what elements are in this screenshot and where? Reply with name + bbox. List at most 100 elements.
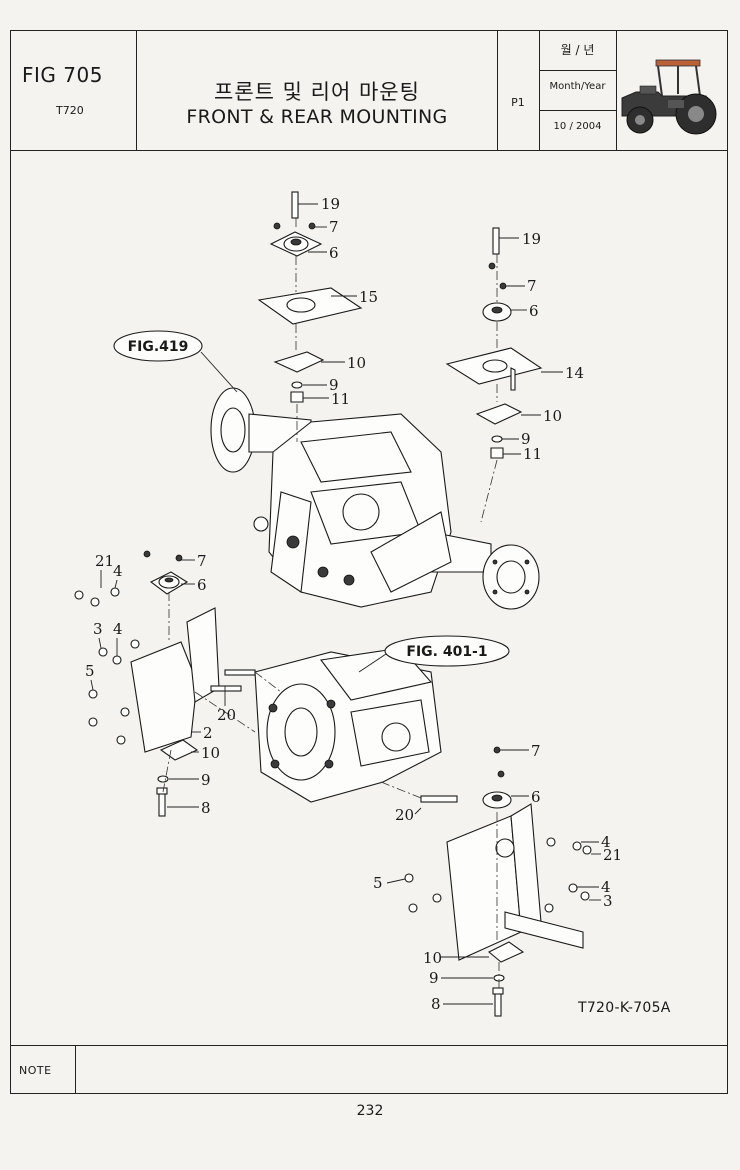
bracket	[273, 351, 325, 373]
page-number: 232	[356, 1103, 384, 1119]
washer	[157, 775, 169, 783]
callout: 19	[321, 195, 340, 213]
callout: 10	[201, 744, 220, 762]
bracket-hole	[495, 838, 515, 858]
callouts-rear-bottom: 7 6 20 4 21 5 4 3 10 9 8	[373, 742, 622, 1013]
callout: 11	[523, 445, 542, 463]
bolt-head	[582, 845, 592, 855]
bolt-head	[544, 903, 554, 913]
note-row	[10, 1045, 728, 1094]
callout: 6	[329, 244, 339, 262]
note-divider	[75, 1045, 76, 1094]
title-english: FRONT & REAR MOUNTING	[186, 106, 448, 128]
header-divider	[136, 30, 137, 151]
bolt-head	[580, 891, 590, 901]
bolt-head	[88, 717, 98, 727]
axle-flange-left-hub	[220, 407, 246, 453]
callout: 7	[531, 742, 541, 760]
fig-401-1-label: FIG. 401-1	[406, 644, 487, 660]
callout: 7	[527, 277, 537, 295]
nut	[499, 282, 507, 290]
rear-transmission-assembly	[254, 647, 442, 803]
nut	[497, 770, 505, 778]
header-divider	[616, 30, 617, 151]
bracket	[488, 941, 525, 963]
bolt	[158, 791, 166, 817]
stud	[210, 685, 242, 692]
callout: 7	[197, 552, 207, 570]
stud	[224, 669, 256, 676]
stud	[420, 795, 458, 803]
callout: 6	[197, 576, 207, 594]
washer	[291, 381, 303, 389]
date-label-korean: 월 / 년	[560, 43, 595, 57]
callout: 4	[113, 620, 123, 638]
bolt-head	[432, 893, 442, 903]
front-mount-stack-left	[257, 191, 363, 442]
steering-knuckle	[253, 516, 269, 532]
rear-bracket-foot	[504, 911, 584, 949]
nut	[488, 262, 496, 270]
callout: 10	[543, 407, 562, 425]
callout: 21	[603, 846, 622, 864]
front-axle-assembly	[210, 387, 540, 610]
callout: 20	[217, 706, 236, 724]
washer	[112, 655, 122, 665]
bolt	[494, 991, 502, 1017]
nut	[308, 222, 316, 230]
callout: 15	[359, 288, 378, 306]
bolt-head	[116, 735, 126, 745]
callout: 2	[203, 724, 213, 742]
header-divider	[497, 30, 498, 151]
header-divider	[539, 30, 540, 151]
page-code: P1	[511, 96, 525, 109]
callout: 4	[601, 878, 611, 896]
header-row	[10, 30, 728, 151]
callout: 7	[329, 218, 339, 236]
exploded-diagram: FIG.419 FIG. 401-1 19 7 6 15 10 9 11 19 …	[74, 191, 622, 1017]
washer	[130, 639, 140, 649]
tractor-icon	[621, 59, 717, 135]
callout: 20	[395, 806, 414, 824]
washer	[491, 435, 503, 443]
callouts-rear-top: 19 7 6 14 10 9 11	[499, 230, 584, 463]
washer	[546, 837, 556, 847]
callout: 4	[113, 562, 123, 580]
bolt-head	[317, 566, 329, 578]
callout: 8	[431, 995, 441, 1013]
callouts-front-top: 19 7 6 15 10 9 11	[298, 195, 378, 408]
callout: 3	[93, 620, 103, 638]
header-divider	[539, 110, 616, 111]
bolt-head	[286, 535, 300, 549]
fig-419-reference: FIG.419	[113, 330, 238, 393]
callout: 5	[85, 662, 95, 680]
callout: 21	[95, 552, 114, 570]
title-korean: 프론트 및 리어 마운팅	[214, 80, 420, 104]
bracket	[475, 403, 523, 425]
axle-gear-housing	[370, 511, 452, 593]
fig-401-1-reference: FIG. 401-1	[358, 635, 510, 673]
callout: 9	[201, 771, 211, 789]
nut	[175, 554, 183, 562]
support-plate	[130, 641, 198, 753]
nut	[273, 222, 281, 230]
fig-number: FIG 705	[22, 63, 103, 87]
bolt-head	[74, 590, 84, 600]
bolt-head	[404, 873, 414, 883]
rear-support-plate	[446, 815, 522, 961]
header-divider	[539, 70, 616, 71]
callout: 9	[329, 376, 339, 394]
callout: 11	[331, 390, 350, 408]
callout: 4	[601, 833, 611, 851]
callout: 6	[531, 788, 541, 806]
bolt-head	[408, 903, 418, 913]
washer	[90, 597, 100, 607]
bolt	[143, 550, 151, 558]
callout: 19	[522, 230, 541, 248]
callout: 3	[603, 892, 613, 910]
nut	[490, 447, 504, 459]
stud-bolt	[492, 227, 500, 255]
front-mount-stack-right	[445, 227, 543, 523]
washer	[572, 841, 582, 851]
callout: 9	[521, 430, 531, 448]
